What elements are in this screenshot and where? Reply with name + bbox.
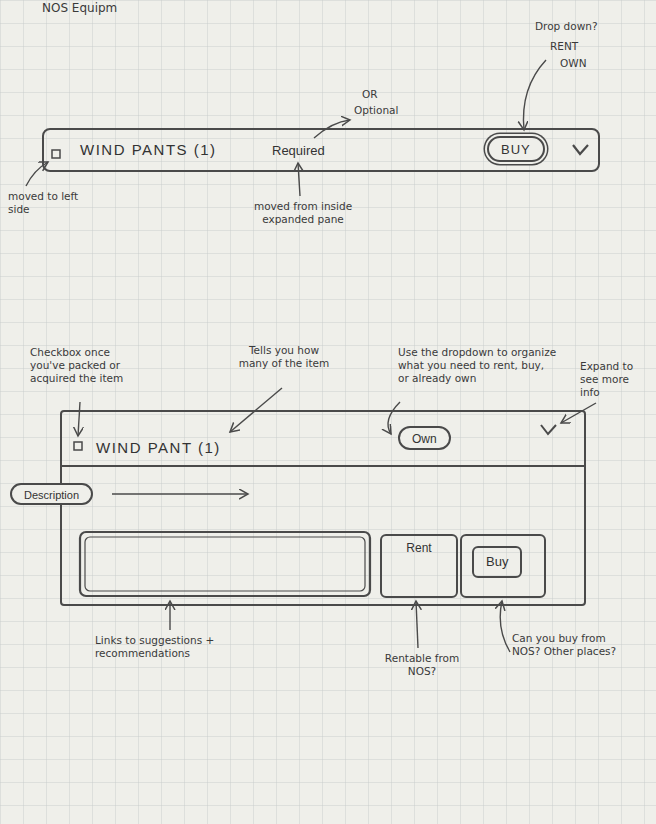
checkbox	[52, 150, 60, 158]
leader-arrow	[26, 162, 48, 186]
annotation: Use the dropdown to organize what you ne…	[398, 346, 558, 385]
item-row: BUY WIND PANTS (1) Required	[42, 128, 600, 172]
pill-label: BUY	[501, 142, 531, 157]
requirement-tag: Required	[272, 143, 325, 159]
note: Optional	[354, 104, 434, 117]
leader-arrow	[561, 403, 596, 423]
leader-arrow	[78, 402, 80, 436]
annotation: Expand to see more info	[580, 360, 650, 399]
buy-box: Buy	[460, 534, 546, 598]
annotation: Checkbox once you've packed or acquired …	[30, 346, 148, 385]
leader-arrow	[523, 60, 546, 130]
note: Drop down?	[535, 20, 625, 33]
page-heading: NOS Equipm	[42, 2, 172, 15]
annotation: Tells you how many of the item	[236, 344, 332, 370]
links-box	[80, 532, 370, 596]
expanded-item-panel: OwnRent Buy WIND PANT (1)	[60, 410, 586, 606]
tab-label: Description	[24, 489, 79, 501]
rent-box: Rent	[380, 534, 458, 598]
status-pill: Own	[398, 426, 451, 450]
expand-chevron	[541, 425, 556, 434]
description-tab: Description	[10, 483, 93, 505]
button-label: Buy	[472, 546, 522, 578]
annotation: Rentable from NOS?	[380, 652, 464, 678]
option-note: RENT	[550, 40, 600, 53]
annotation: Links to suggestions + recommendations	[95, 634, 305, 660]
leader-arrow	[416, 601, 418, 648]
button-label: Rent	[382, 541, 456, 555]
annotation: moved from inside expanded pane	[252, 200, 354, 226]
option-note: OWN	[560, 57, 610, 70]
description-arrow	[112, 493, 248, 495]
links-box-inner	[85, 537, 365, 591]
item-name: WIND PANT (1)	[96, 439, 221, 457]
item-name: WIND PANTS (1)	[80, 141, 217, 159]
note: OR	[362, 88, 392, 101]
annotation: Can you buy from NOS? Other places?	[512, 632, 628, 658]
leader-arrow	[500, 601, 510, 652]
pill-label: Own	[412, 432, 437, 446]
buy-pill: BUY	[487, 136, 545, 162]
leader-arrow	[298, 163, 300, 196]
leader-arrow	[388, 402, 400, 434]
expand-chevron	[573, 145, 588, 154]
header-divider	[62, 465, 584, 467]
annotation: moved to left side	[8, 190, 100, 216]
checkbox	[74, 442, 82, 450]
